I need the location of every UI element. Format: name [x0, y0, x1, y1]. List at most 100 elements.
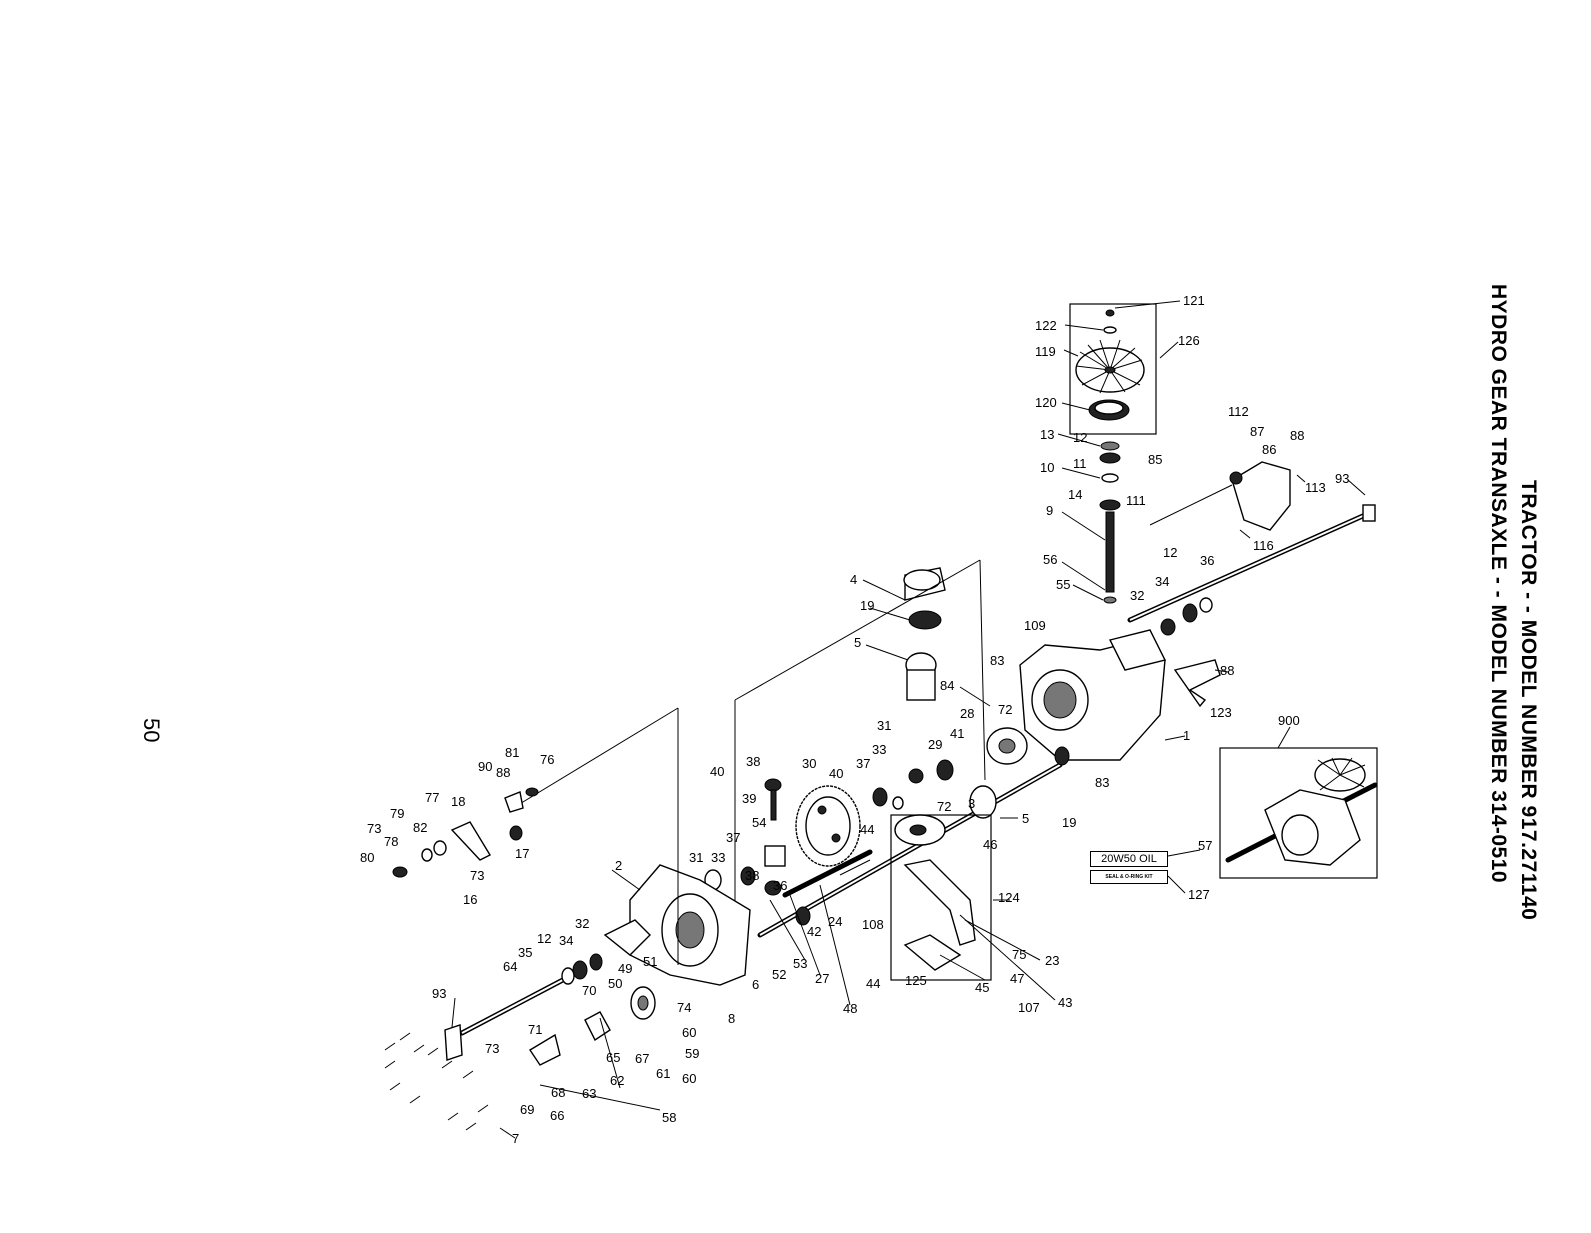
svg-text:29: 29	[928, 737, 942, 752]
svg-text:28: 28	[960, 706, 974, 721]
gear-icon	[1182, 603, 1198, 623]
washer-icon	[892, 796, 904, 810]
svg-text:66: 66	[550, 1108, 564, 1123]
svg-text:48: 48	[843, 1001, 857, 1016]
svg-text:60: 60	[682, 1071, 696, 1086]
oil-label: 20W50 OIL	[1090, 851, 1168, 867]
svg-text:19: 19	[860, 598, 874, 613]
gear-icon	[872, 787, 888, 807]
control-arm-frame	[890, 814, 992, 981]
svg-text:30: 30	[802, 756, 816, 771]
svg-text:123: 123	[1210, 705, 1232, 720]
svg-text:62: 62	[610, 1073, 624, 1088]
svg-text:73: 73	[367, 821, 381, 836]
bell-crank-icon	[450, 821, 491, 861]
svg-text:31: 31	[877, 718, 891, 733]
control-arm-icon	[903, 859, 976, 946]
bearing-icon	[1099, 499, 1121, 511]
axle-bracket-icon	[444, 1024, 463, 1061]
svg-text:71: 71	[528, 1022, 542, 1037]
svg-text:83: 83	[1095, 775, 1109, 790]
svg-text:46: 46	[983, 837, 997, 852]
svg-text:5: 5	[854, 635, 861, 650]
shift-block-icon	[764, 845, 786, 867]
svg-text:93: 93	[1335, 471, 1349, 486]
seal-icon	[1100, 441, 1120, 451]
ring-icon	[1199, 597, 1213, 613]
svg-text:86: 86	[1262, 442, 1276, 457]
svg-text:55: 55	[1056, 577, 1070, 592]
page-subtitle: HYDRO GEAR TRANSAXLE - - MODEL NUMBER 31…	[1487, 284, 1510, 884]
gear-icon	[764, 778, 782, 792]
svg-text:64: 64	[503, 959, 517, 974]
svg-text:32: 32	[1130, 588, 1144, 603]
svg-text:52: 52	[772, 967, 786, 982]
svg-text:76: 76	[540, 752, 554, 767]
svg-text:4: 4	[850, 572, 857, 587]
svg-text:14: 14	[1068, 487, 1082, 502]
svg-text:9: 9	[1046, 503, 1053, 518]
svg-text:125: 125	[905, 973, 927, 988]
svg-text:31: 31	[689, 850, 703, 865]
gear-icon	[509, 825, 523, 841]
svg-text:72: 72	[937, 799, 951, 814]
svg-text:32: 32	[575, 916, 589, 931]
svg-text:90: 90	[478, 759, 492, 774]
svg-text:38: 38	[746, 754, 760, 769]
gear-icon	[936, 759, 954, 781]
axle-bracket-icon	[1362, 504, 1376, 522]
title-block: TRACTOR - - MODEL NUMBER 917.271140 HYDR…	[1480, 284, 1550, 964]
svg-text:88: 88	[1290, 428, 1304, 443]
svg-text:84: 84	[940, 678, 954, 693]
svg-text:68: 68	[551, 1085, 565, 1100]
svg-text:57: 57	[1198, 838, 1212, 853]
svg-text:75: 75	[1012, 947, 1026, 962]
svg-text:80: 80	[360, 850, 374, 865]
svg-text:109: 109	[1024, 618, 1046, 633]
svg-text:70: 70	[582, 983, 596, 998]
gear-icon	[572, 960, 588, 980]
svg-text:11: 11	[1073, 456, 1087, 471]
svg-text:24: 24	[828, 914, 842, 929]
fan-nut-icon	[1105, 309, 1115, 317]
svg-text:7: 7	[512, 1131, 519, 1146]
plate-icon	[903, 934, 962, 971]
svg-text:8: 8	[728, 1011, 735, 1026]
svg-text:116: 116	[1253, 538, 1274, 553]
svg-text:107: 107	[1018, 1000, 1040, 1015]
svg-text:73: 73	[485, 1041, 499, 1056]
washer-icon	[421, 848, 433, 862]
svg-text:42: 42	[807, 924, 821, 939]
page-title: TRACTOR - - MODEL NUMBER 917.271140	[1517, 480, 1540, 921]
svg-text:63: 63	[582, 1086, 596, 1101]
svg-text:87: 87	[1250, 424, 1264, 439]
svg-text:51: 51	[643, 954, 657, 969]
svg-text:36: 36	[773, 878, 787, 893]
svg-text:13: 13	[1040, 427, 1054, 442]
assembled-view-frame	[1219, 747, 1378, 879]
svg-text:47: 47	[1010, 971, 1024, 986]
svg-text:33: 33	[872, 742, 886, 757]
svg-text:88: 88	[1220, 663, 1234, 678]
svg-text:73: 73	[470, 868, 484, 883]
bearing-icon	[1099, 452, 1121, 464]
svg-text:17: 17	[515, 846, 529, 861]
svg-text:36: 36	[1200, 553, 1214, 568]
svg-text:3: 3	[968, 796, 975, 811]
svg-text:82: 82	[413, 820, 427, 835]
svg-text:12: 12	[537, 931, 551, 946]
svg-text:126: 126	[1178, 333, 1200, 348]
svg-text:122: 122	[1035, 318, 1057, 333]
svg-text:79: 79	[390, 806, 404, 821]
svg-text:54: 54	[752, 815, 766, 830]
svg-text:10: 10	[1040, 460, 1054, 475]
svg-text:16: 16	[463, 892, 477, 907]
svg-text:12: 12	[1163, 545, 1177, 560]
svg-text:81: 81	[505, 745, 519, 760]
svg-text:900: 900	[1278, 713, 1300, 728]
svg-text:119: 119	[1035, 344, 1056, 359]
svg-text:39: 39	[742, 791, 756, 806]
svg-text:112: 112	[1228, 404, 1249, 419]
svg-text:111: 111	[1126, 493, 1146, 508]
